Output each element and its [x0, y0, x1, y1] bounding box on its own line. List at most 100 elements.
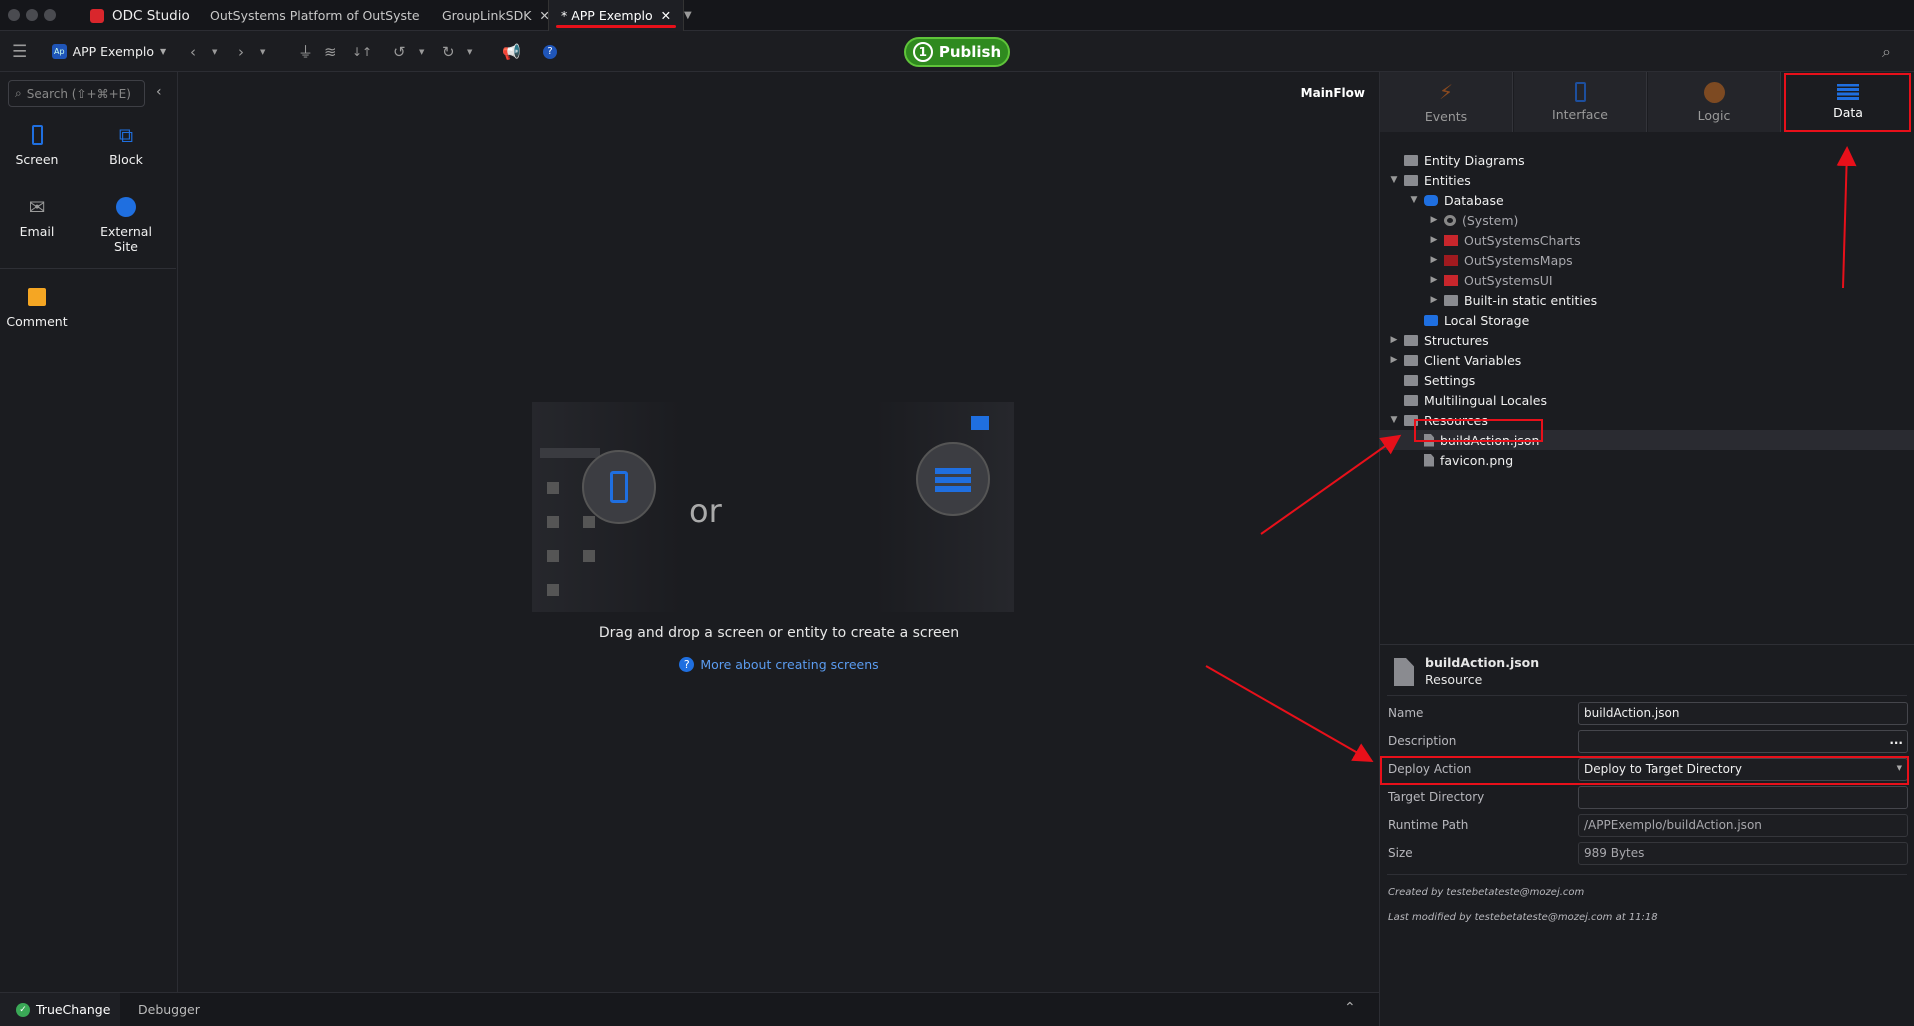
tab-odc-studio[interactable]: ODC Studio	[78, 0, 202, 31]
tab-outsystems-platform[interactable]: OutSystems Platform of OutSystems - p	[210, 8, 420, 23]
tree-item[interactable]: ▶OutSystemsCharts	[1380, 230, 1914, 250]
tree-item[interactable]: ▶OutSystemsMaps	[1380, 250, 1914, 270]
undo-dropdown-icon[interactable]: ▼	[419, 47, 425, 56]
plug-icon[interactable]: ⏚	[298, 43, 314, 61]
close-tab-icon[interactable]: ✕	[539, 8, 550, 23]
expand-arrow-icon[interactable]: ▼	[1410, 195, 1418, 205]
lightning-icon: ⚡	[1438, 80, 1454, 104]
help-icon[interactable]: ?	[543, 31, 557, 72]
target-directory-input[interactable]	[1578, 785, 1908, 809]
tree-item[interactable]: ▶OutSystemsUI	[1380, 270, 1914, 290]
tab-logic[interactable]: Logic	[1648, 72, 1781, 132]
or-label: or	[689, 492, 722, 530]
odc-logo-icon	[90, 8, 104, 23]
database-icon	[1424, 194, 1438, 206]
module-icon	[1444, 254, 1458, 266]
chevron-down-icon: ▼	[1896, 763, 1902, 772]
tab-truechange[interactable]: ✓TrueChange	[0, 993, 120, 1026]
close-window-button[interactable]	[8, 9, 20, 21]
back-icon[interactable]: ‹	[190, 42, 196, 61]
expand-arrow-icon[interactable]: ▼	[1390, 175, 1398, 185]
properties-title: buildAction.json	[1425, 655, 1540, 670]
folder-icon	[1404, 334, 1418, 346]
email-icon: ✉	[28, 195, 46, 219]
deploy-action-select[interactable]: Deploy to Target Directory▼	[1578, 757, 1908, 781]
toolbox-panel: ⌕Search (⇧+⌘+E) ‹ Screen ⧉Block ✉Email E…	[0, 72, 178, 992]
expand-panel-icon[interactable]: ⌃	[1344, 1000, 1356, 1016]
properties-subtitle: Resource	[1425, 672, 1483, 687]
tree-item[interactable]: Entity Diagrams	[1380, 150, 1914, 170]
annotation-box-buildaction	[1414, 419, 1543, 442]
maximize-window-button[interactable]	[44, 9, 56, 21]
expand-arrow-icon[interactable]: ▶	[1390, 335, 1398, 345]
layers-icon[interactable]: ≋	[324, 42, 337, 61]
illustration-toolbox	[532, 402, 682, 612]
tab-data[interactable]: Data	[1782, 72, 1914, 132]
toolbox-item-screen[interactable]: Screen	[0, 122, 77, 167]
close-tab-icon[interactable]: ✕	[660, 8, 672, 23]
forward-dropdown-icon[interactable]: ▼	[260, 47, 266, 56]
tree-item[interactable]: ▼Entities	[1380, 170, 1914, 190]
back-dropdown-icon[interactable]: ▼	[212, 47, 218, 56]
tree-item[interactable]: ▶Client Variables	[1380, 350, 1914, 370]
expand-arrow-icon[interactable]: ▶	[1430, 215, 1438, 225]
forward-icon[interactable]: ›	[238, 42, 244, 61]
annotation-arrow-data	[1836, 146, 1857, 289]
tab-debugger[interactable]: Debugger	[138, 1002, 200, 1017]
minimize-window-button[interactable]	[26, 9, 38, 21]
system-icon	[1444, 214, 1456, 226]
logic-icon	[1703, 81, 1725, 103]
tree-item[interactable]: ▼Database	[1380, 190, 1914, 210]
tab-grouplinksdk[interactable]: GroupLinkSDK✕	[442, 8, 550, 23]
tree-item[interactable]: ▶Built-in static entities	[1380, 290, 1914, 310]
tree-item[interactable]: Local Storage	[1380, 310, 1914, 330]
app-badge: Ap	[52, 44, 67, 59]
data-grid-icon	[916, 442, 990, 516]
toolbox-search-input[interactable]: ⌕Search (⇧+⌘+E)	[8, 80, 145, 107]
expand-arrow-icon[interactable]: ▶	[1430, 295, 1438, 305]
more-button[interactable]: ...	[1889, 732, 1903, 747]
screen-icon	[0, 122, 77, 148]
collapse-panel-icon[interactable]: ‹	[156, 84, 162, 100]
globe-icon	[86, 194, 166, 220]
search-icon[interactable]: ⌕	[1882, 41, 1891, 61]
tabs-overflow-dropdown[interactable]: ▼	[684, 10, 692, 21]
help-link[interactable]: ?More about creating screens	[179, 657, 1379, 672]
divider	[1380, 644, 1914, 645]
check-icon: ✓	[16, 1002, 30, 1017]
undo-icon[interactable]: ↺	[393, 42, 406, 61]
tree-item[interactable]: Multilingual Locales	[1380, 390, 1914, 410]
toolbox-item-comment[interactable]: Comment	[0, 284, 77, 329]
toolbox-item-block[interactable]: ⧉Block	[86, 122, 166, 167]
expand-arrow-icon[interactable]: ▼	[1390, 415, 1398, 425]
megaphone-icon[interactable]: 📢	[502, 42, 521, 61]
local-storage-icon	[1424, 314, 1438, 326]
description-input[interactable]: ...	[1578, 729, 1908, 753]
tab-interface[interactable]: Interface	[1514, 72, 1647, 132]
tree-item-selected[interactable]: buildAction.json	[1380, 430, 1914, 450]
redo-icon[interactable]: ↻	[442, 42, 455, 61]
help-icon: ?	[679, 657, 695, 672]
toolbox-item-email[interactable]: ✉Email	[0, 194, 77, 239]
tab-events[interactable]: ⚡Events	[1380, 72, 1513, 132]
toolbox-item-external-site[interactable]: External Site	[86, 194, 166, 254]
expand-arrow-icon[interactable]: ▶	[1430, 235, 1438, 245]
name-input[interactable]: buildAction.json	[1578, 701, 1908, 725]
tree-item[interactable]: ▶Structures	[1380, 330, 1914, 350]
screen-icon	[1574, 82, 1586, 102]
flow-canvas[interactable]: MainFlow or Drag and drop a screen or en…	[179, 72, 1379, 992]
redo-dropdown-icon[interactable]: ▼	[467, 47, 473, 56]
sort-icon[interactable]: ↓↑	[352, 44, 373, 59]
expand-arrow-icon[interactable]: ▶	[1390, 355, 1398, 365]
tree-item[interactable]: Settings	[1380, 370, 1914, 390]
search-icon: ⌕	[15, 86, 22, 100]
tab-app-exemplo[interactable]: * APP Exemplo✕	[548, 0, 685, 31]
tree-item[interactable]: ▶(System)	[1380, 210, 1914, 230]
expand-arrow-icon[interactable]: ▶	[1430, 255, 1438, 265]
app-selector[interactable]: Ap APP Exemplo▼	[52, 44, 167, 59]
expand-arrow-icon[interactable]: ▶	[1430, 275, 1438, 285]
tree-item[interactable]: favicon.png	[1380, 450, 1914, 470]
menu-icon[interactable]: ☰	[12, 41, 28, 62]
